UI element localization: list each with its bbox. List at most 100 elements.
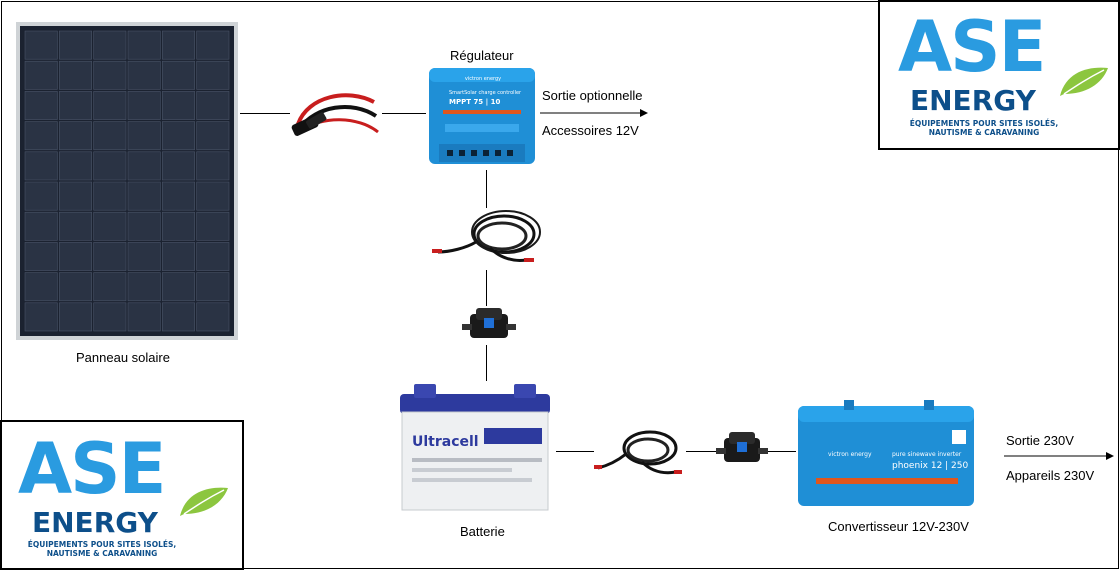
cable-to-fuse-line	[486, 270, 487, 306]
solar-cell	[24, 91, 58, 120]
solar-cell	[59, 272, 92, 302]
solar-cell	[127, 91, 161, 120]
solar-cell	[59, 91, 92, 120]
solar-cell	[127, 121, 161, 151]
solar-cell	[196, 181, 230, 211]
battery-cable-image	[432, 210, 541, 262]
solar-cell	[162, 211, 195, 241]
logo-box-bottom-left: ASE ENERGY ÉQUIPEMENTS POUR SITES ISOLÉS…	[0, 420, 244, 570]
solar-cell	[127, 30, 161, 60]
logo-ase-text: ASE	[898, 6, 1046, 88]
leaf-icon-2	[180, 487, 228, 516]
battery-image: Ultracell	[400, 384, 550, 511]
solar-cell	[93, 60, 127, 90]
solar-cell	[59, 242, 92, 271]
solar-cell	[196, 242, 230, 271]
fuse-holder-image	[462, 308, 516, 338]
cable-to-fuse2-line	[686, 451, 718, 452]
solar-cell	[196, 302, 230, 332]
solar-cell	[24, 302, 58, 332]
inverter-victron-text: victron energy	[828, 451, 872, 458]
solar-cell	[162, 302, 195, 332]
solar-cell	[196, 211, 230, 241]
solar-cell	[24, 242, 58, 271]
solar-cell	[162, 242, 195, 271]
solar-cell	[127, 242, 161, 271]
ase-energy-logo: ASE ENERGY ÉQUIPEMENTS POUR SITES ISOLÉS…	[880, 2, 1118, 148]
solar-cell	[24, 121, 58, 151]
solar-cell	[196, 91, 230, 120]
mppt-regulator-image: victron energy SmartSolar charge control…	[429, 68, 535, 164]
solar-cell	[127, 302, 161, 332]
solar-cell	[196, 272, 230, 302]
inverter-cable-image	[594, 430, 682, 475]
cable-to-regulator-line	[382, 113, 426, 114]
solar-cell	[24, 60, 58, 90]
regulator-model-line2: MPPT 75 | 10	[449, 98, 500, 107]
ase-energy-logo-2: ASE ENERGY ÉQUIPEMENTS POUR SITES ISOLÉS…	[2, 422, 242, 568]
fuse2-to-inverter-line	[768, 451, 796, 452]
solar-cell	[24, 211, 58, 241]
solar-cell	[162, 272, 195, 302]
solar-cell	[162, 91, 195, 120]
label-regulator: Régulateur	[450, 48, 514, 63]
solar-cell	[162, 181, 195, 211]
solar-cell	[59, 30, 92, 60]
solar-cell	[24, 272, 58, 302]
logo-box-top-right: ASE ENERGY ÉQUIPEMENTS POUR SITES ISOLÉS…	[878, 0, 1120, 150]
solar-cell	[59, 60, 92, 90]
solar-cell	[59, 121, 92, 151]
solar-cell	[59, 211, 92, 241]
solar-cell	[93, 151, 127, 181]
regulator-victron-text: victron energy	[465, 76, 501, 82]
solar-cell	[196, 30, 230, 60]
solar-cell	[59, 181, 92, 211]
logo-tagline-b1: ÉQUIPEMENTS POUR SITES ISOLÉS,	[27, 540, 177, 549]
inverter-model-line2: phoenix 12 | 250	[892, 461, 969, 471]
solar-cell	[93, 181, 127, 211]
logo-tagline-2: NAUTISME & CARAVANING	[928, 127, 1040, 137]
label-output-230: Sortie 230V	[1006, 433, 1074, 448]
logo-tagline: ÉQUIPEMENTS POUR SITES ISOLÉS, NAUTISME …	[894, 119, 1074, 137]
solar-cell	[59, 302, 92, 332]
label-battery: Batterie	[460, 524, 505, 539]
solar-cell	[162, 30, 195, 60]
battery-to-cable-line	[556, 451, 594, 452]
solar-cell	[196, 151, 230, 181]
solar-cell	[24, 151, 58, 181]
solar-cell	[127, 181, 161, 211]
solar-cell	[93, 272, 127, 302]
logo-energy-text: ENERGY	[910, 84, 1036, 117]
solar-cell	[59, 151, 92, 181]
logo-energy-text-2: ENERGY	[32, 506, 158, 539]
optional-output-arrow	[540, 109, 648, 117]
solar-cell	[93, 121, 127, 151]
logo-tagline-b: ÉQUIPEMENTS POUR SITES ISOLÉS, NAUTISME …	[12, 540, 192, 558]
logo-tagline-1: ÉQUIPEMENTS POUR SITES ISOLÉS,	[909, 119, 1059, 128]
panel-to-cable-line	[240, 113, 290, 114]
fuse-holder-2-image	[716, 432, 768, 462]
solar-cell	[127, 211, 161, 241]
solar-cell	[196, 60, 230, 90]
leaf-icon	[1060, 67, 1108, 96]
logo-ase-text-2: ASE	[18, 428, 166, 510]
solar-cell	[162, 121, 195, 151]
solar-cell	[162, 151, 195, 181]
regulator-model-line1: SmartSolar charge controller	[449, 90, 522, 96]
inverter-model-line1: pure sinewave inverter	[892, 451, 962, 458]
solar-cell	[127, 151, 161, 181]
solar-panel-image	[16, 22, 238, 340]
solar-cell	[127, 60, 161, 90]
solar-cell	[127, 272, 161, 302]
solar-cell	[93, 242, 127, 271]
solar-cell	[24, 30, 58, 60]
solar-cell	[93, 30, 127, 60]
solar-cell	[93, 211, 127, 241]
solar-cell	[196, 121, 230, 151]
solar-cell	[93, 302, 127, 332]
label-converter: Convertisseur 12V-230V	[828, 519, 969, 534]
label-optional-output: Sortie optionnelle	[542, 88, 643, 103]
solar-cell	[24, 181, 58, 211]
output-230-arrow	[1004, 452, 1114, 460]
